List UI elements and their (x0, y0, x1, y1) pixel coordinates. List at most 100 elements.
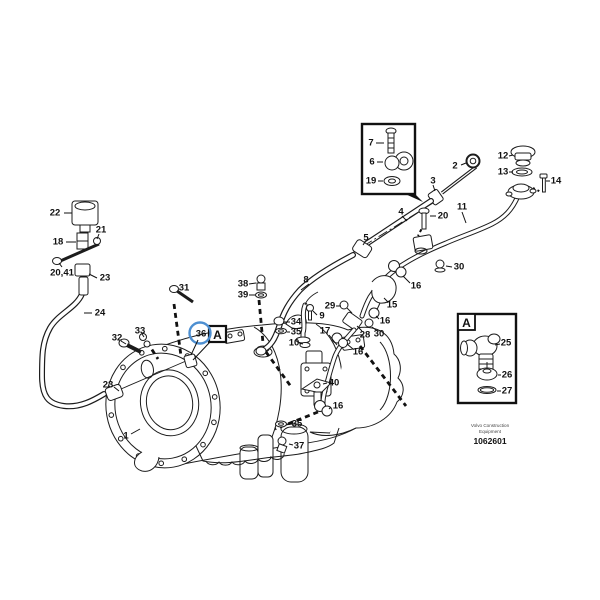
part-callout-20[interactable]: 20 (430, 211, 448, 222)
part-callout-16[interactable]: 16 (346, 343, 363, 358)
part-label: 29 (325, 301, 336, 312)
part-label: 7 (368, 138, 373, 149)
part-callout-21[interactable]: 21 (96, 225, 107, 240)
part-label: 9 (319, 311, 324, 322)
part-label: 11 (457, 202, 468, 213)
part-label: 36 (196, 329, 207, 340)
nut-21 (93, 237, 101, 245)
fitting-36 (183, 353, 198, 369)
bracket-cluster (275, 260, 407, 454)
part-callout-27[interactable]: 27 (497, 386, 512, 397)
part-callout-24[interactable]: 24 (84, 308, 106, 319)
part-callout-16[interactable]: 16 (402, 275, 422, 292)
part-callout-29[interactable]: 29 (325, 301, 341, 312)
part-label: 24 (95, 308, 106, 319)
bolt-20-41 (57, 242, 100, 264)
part-label: 20,41 (50, 268, 74, 279)
part-label: 13 (498, 167, 509, 178)
part-callout-25[interactable]: 25 (494, 338, 512, 349)
part-callout-18[interactable]: 18 (53, 237, 76, 248)
part-callout-13[interactable]: 13 (498, 167, 513, 178)
part-callout-36[interactable]: 36 (190, 329, 207, 356)
part-callout-2[interactable]: 2 (452, 161, 467, 172)
part-callout-12[interactable]: 12 (498, 151, 514, 162)
part-label: 23 (100, 273, 111, 284)
bracket-15 (371, 275, 397, 304)
selected-part-highlight[interactable] (188, 321, 212, 345)
part-label: 1 (123, 431, 129, 442)
part-callout-9[interactable]: 9 (312, 311, 325, 322)
part-callout-33[interactable]: 33 (135, 326, 146, 338)
plug-34 (273, 316, 285, 326)
part-callout-40[interactable]: 40 (322, 378, 339, 389)
part-callout-39[interactable]: 39 (238, 290, 255, 301)
part-callout-26[interactable]: 26 (498, 370, 512, 381)
part-callout-20,41[interactable]: 20,41 (50, 262, 75, 279)
part-callout-35[interactable]: 35 (287, 327, 302, 338)
part-callout-17[interactable]: 17 (320, 326, 338, 346)
part-callout-22[interactable]: 22 (50, 208, 72, 219)
bolt-9 (306, 304, 314, 312)
part-callout-28[interactable]: 28 (356, 325, 371, 341)
part-label: 30 (374, 329, 385, 340)
part-callout-8[interactable]: 8 (300, 275, 310, 291)
part-callout-5[interactable]: 5 (362, 233, 369, 246)
part-label: 26 (502, 370, 513, 381)
valve-38 (256, 274, 266, 284)
bolt-31 (169, 285, 179, 293)
brand-line1: Volvo Construction (471, 423, 510, 428)
part-callout-4[interactable]: 4 (398, 207, 408, 222)
part-callout-16[interactable]: 16 (328, 401, 343, 412)
part-callout-30[interactable]: 30 (371, 326, 385, 340)
part-label: 38 (238, 279, 249, 290)
part-label: 3 (430, 176, 435, 187)
detail-box-a-label: A (462, 316, 471, 330)
part-label: 28 (360, 330, 371, 341)
part-callout-23[interactable]: 23 (103, 380, 120, 392)
part-callout-14[interactable]: 14 (546, 176, 562, 187)
part-label: 18 (53, 237, 64, 248)
tube-11-assembly (359, 145, 548, 319)
part-callout-1[interactable]: 1 (123, 428, 141, 442)
fitting-33 (139, 333, 147, 341)
clamp-23a (74, 263, 91, 277)
washer-39 (255, 291, 267, 299)
part-label: 16 (411, 281, 422, 292)
part-callout-34[interactable]: 34 (285, 317, 302, 328)
part-label: 25 (501, 338, 512, 349)
detail-box-pointer (403, 193, 423, 202)
part-callout-6[interactable]: 6 (369, 157, 383, 168)
part-callout-37[interactable]: 37 (288, 441, 304, 452)
part-label: 12 (498, 151, 509, 162)
part-label: 39 (238, 290, 249, 301)
part-label: 8 (303, 275, 308, 286)
part-callout-3[interactable]: 3 (430, 176, 436, 192)
part-callout-15[interactable]: 15 (383, 297, 398, 311)
part-callout-32[interactable]: 32 (112, 333, 127, 345)
part-label: 35 (292, 419, 303, 430)
breather-assembly (38, 200, 187, 410)
part-label: 32 (112, 333, 123, 344)
part-callout-31[interactable]: 31 (179, 283, 190, 294)
part-callout-11[interactable]: 11 (457, 202, 468, 224)
part-label: 31 (179, 283, 190, 294)
part-callout-19[interactable]: 19 (366, 176, 383, 187)
dipstick-assembly (255, 153, 481, 356)
part-callout-35[interactable]: 35 (287, 419, 303, 430)
part-label: 27 (502, 386, 513, 397)
part-callout-38[interactable]: 38 (238, 279, 257, 290)
washer-35a (275, 327, 287, 335)
part-callout-23[interactable]: 23 (88, 273, 111, 284)
part-callout-16[interactable]: 16 (375, 316, 390, 327)
part-callout-30[interactable]: 30 (445, 262, 464, 273)
part-label: 23 (103, 380, 114, 391)
part-callout-10[interactable]: 10 (289, 338, 304, 349)
part-callout-7[interactable]: 7 (368, 138, 384, 149)
detail-box-a: A (456, 312, 518, 405)
bolt-14 (539, 173, 548, 179)
a-marker[interactable]: A (192, 324, 228, 361)
part-label: 34 (291, 317, 302, 328)
